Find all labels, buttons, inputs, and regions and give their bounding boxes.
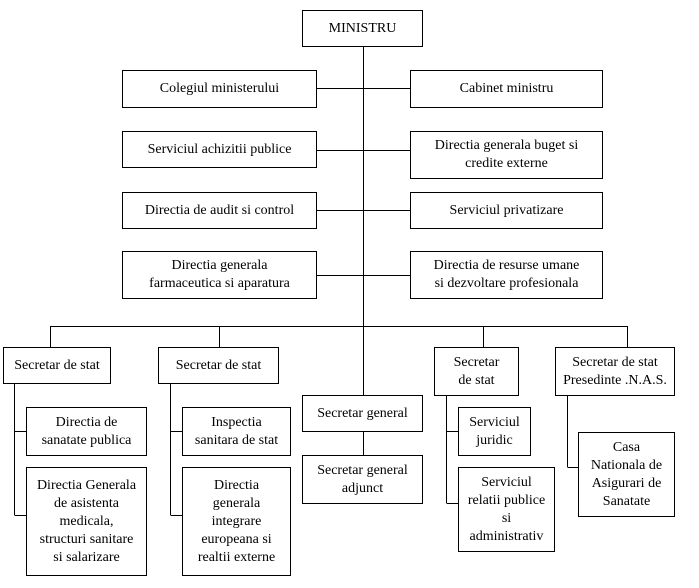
secretary-box-4: Secretar de stat Presedinte .N.A.S.: [555, 347, 675, 396]
staff-box-achizitii: Serviciul achizitii publice: [122, 131, 317, 168]
staff-box-audit: Directia de audit si control: [122, 192, 317, 229]
secretary-box-3: Secretar de stat: [434, 347, 519, 396]
unit-box-asistenta-medicala: Directia Generala de asistenta medicala,…: [26, 467, 147, 576]
staff-box-cabinet: Cabinet ministru: [410, 70, 603, 108]
staff-box-privatizare: Serviciul privatizare: [410, 192, 603, 229]
staff-box-resurse-umane: Directia de resurse umane si dezvoltare …: [410, 251, 603, 299]
staff-box-farmaceutica: Directia generala farmaceutica si aparat…: [122, 251, 317, 299]
unit-box-integrare-europeana: Directia generala integrare europeana si…: [182, 467, 291, 576]
minister-box: MINISTRU: [302, 10, 423, 47]
staff-box-colegiul: Colegiul ministerului: [122, 70, 317, 108]
staff-box-buget: Directia generala buget si credite exter…: [410, 131, 603, 179]
unit-box-secretar-general-adjunct: Secretar general adjunct: [302, 455, 423, 504]
unit-box-inspectia: Inspectia sanitara de stat: [182, 407, 291, 456]
secretary-general-box: Secretar general: [302, 395, 423, 432]
unit-box-casa-nationala: Casa Nationala de Asigurari de Sanatate: [578, 432, 675, 517]
unit-box-juridic: Serviciul juridic: [458, 407, 531, 456]
secretary-box-2: Secretar de stat: [158, 347, 279, 384]
secretary-box-1: Secretar de stat: [3, 347, 111, 384]
unit-box-relatii-publice: Serviciul relatii publice si administrat…: [458, 467, 555, 552]
unit-box-sanatate-publica: Directia de sanatate publica: [26, 407, 147, 456]
